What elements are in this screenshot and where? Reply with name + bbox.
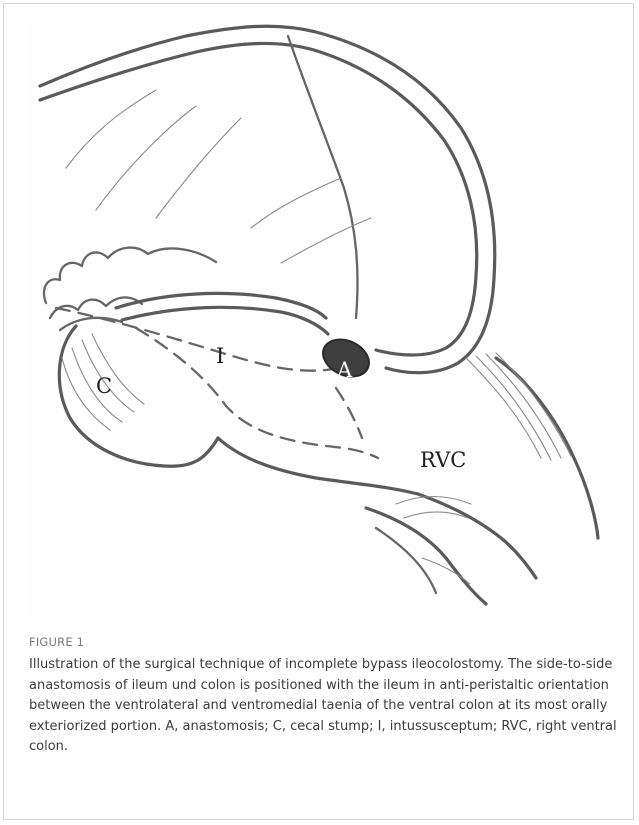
intussusceptum-upper-edge-2 <box>122 307 328 334</box>
figure-frame: A C I RVC FIGURE 1 Illustration of the s… <box>3 3 634 820</box>
figure-caption: Illustration of the surgical technique o… <box>29 655 619 758</box>
colon-lower-outline <box>59 326 218 466</box>
shading-stroke <box>251 178 341 228</box>
shading-stroke <box>96 106 196 210</box>
label-anastomosis: A <box>336 358 353 382</box>
shading-stroke <box>486 354 561 458</box>
shading-stroke <box>156 118 241 218</box>
colon-body-outline <box>218 438 418 494</box>
colon-tail-outline <box>418 494 536 578</box>
cecal-stump-folds <box>60 318 122 330</box>
label-right-ventral-colon: RVC <box>420 448 466 472</box>
label-cecal-stump: C <box>96 374 112 398</box>
surgical-illustration: A C I RVC <box>26 18 616 622</box>
rvc-outline <box>496 358 598 538</box>
figure-number: FIGURE 1 <box>29 635 619 649</box>
shading-stroke <box>66 90 156 168</box>
cecal-stump-folds <box>50 297 142 318</box>
colon-tail-lower <box>366 508 486 604</box>
figure-caption-block: FIGURE 1 Illustration of the surgical te… <box>29 635 619 758</box>
mesentery-edge <box>288 36 358 318</box>
label-intussusceptum: I <box>216 344 224 368</box>
intussusceptum-dashed-end <box>336 388 362 438</box>
pencil-drawing: A C I RVC <box>26 18 616 622</box>
